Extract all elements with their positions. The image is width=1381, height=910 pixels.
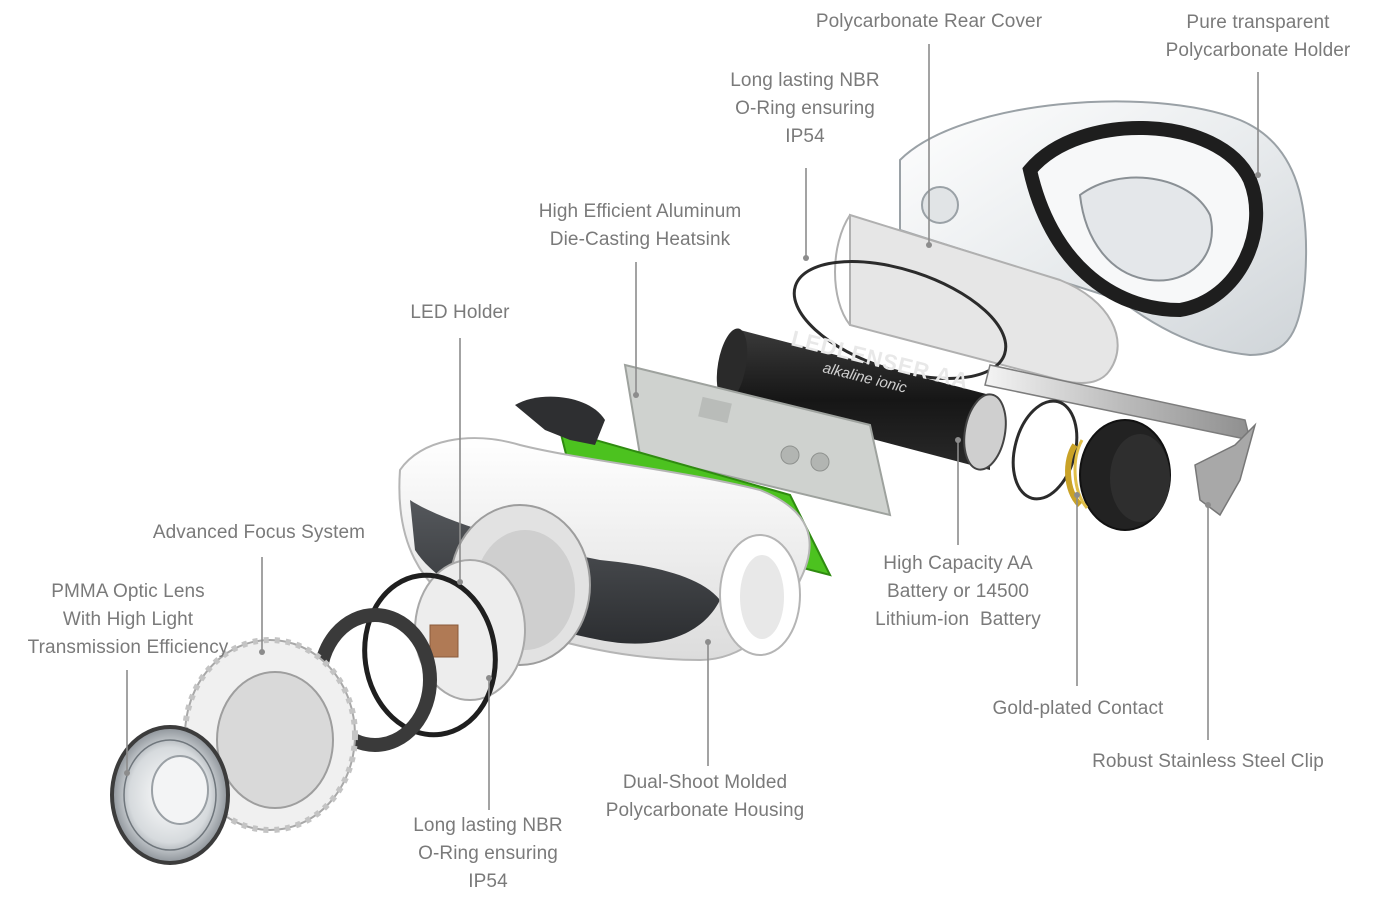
leader-lines: [124, 44, 1261, 810]
oring-contact-part: [1011, 399, 1079, 501]
label-gold-contact: Gold-plated Contact: [992, 698, 1164, 719]
label-focus-system: Advanced Focus System: [152, 522, 366, 543]
heatsink-part: [623, 363, 892, 517]
transparent-holder-part: [899, 100, 1308, 357]
label-heatsink: High Efficient Aluminum Die-Casting Heat…: [538, 201, 742, 250]
label-optic-lens: PMMA Optic Lens With High Light Transmis…: [27, 581, 229, 658]
label-rear-cover: Polycarbonate Rear Cover: [815, 11, 1043, 32]
oring-bottom-part: [362, 572, 498, 738]
label-steel-clip: Robust Stainless Steel Clip: [1092, 751, 1324, 772]
label-battery: High Capacity AA Battery or 14500 Lithiu…: [875, 553, 1041, 630]
switch-knob-part: [515, 396, 605, 445]
oring-top-part: [792, 260, 1008, 380]
label-oring-bottom: Long lasting NBR O-Ring ensuring IP54: [413, 815, 563, 892]
gold-contact-part: [1065, 419, 1171, 531]
stainless-clip-part: [984, 364, 1257, 517]
label-led-holder: LED Holder: [410, 302, 510, 323]
label-oring-top: Long lasting NBR O-Ring ensuring IP54: [730, 70, 880, 147]
optic-lens-part: [110, 725, 230, 865]
label-transparent-holder: Pure transparent Polycarbonate Holder: [1165, 12, 1351, 61]
label-housing: Dual-Shoot Molded Polycarbonate Housing: [605, 772, 805, 821]
